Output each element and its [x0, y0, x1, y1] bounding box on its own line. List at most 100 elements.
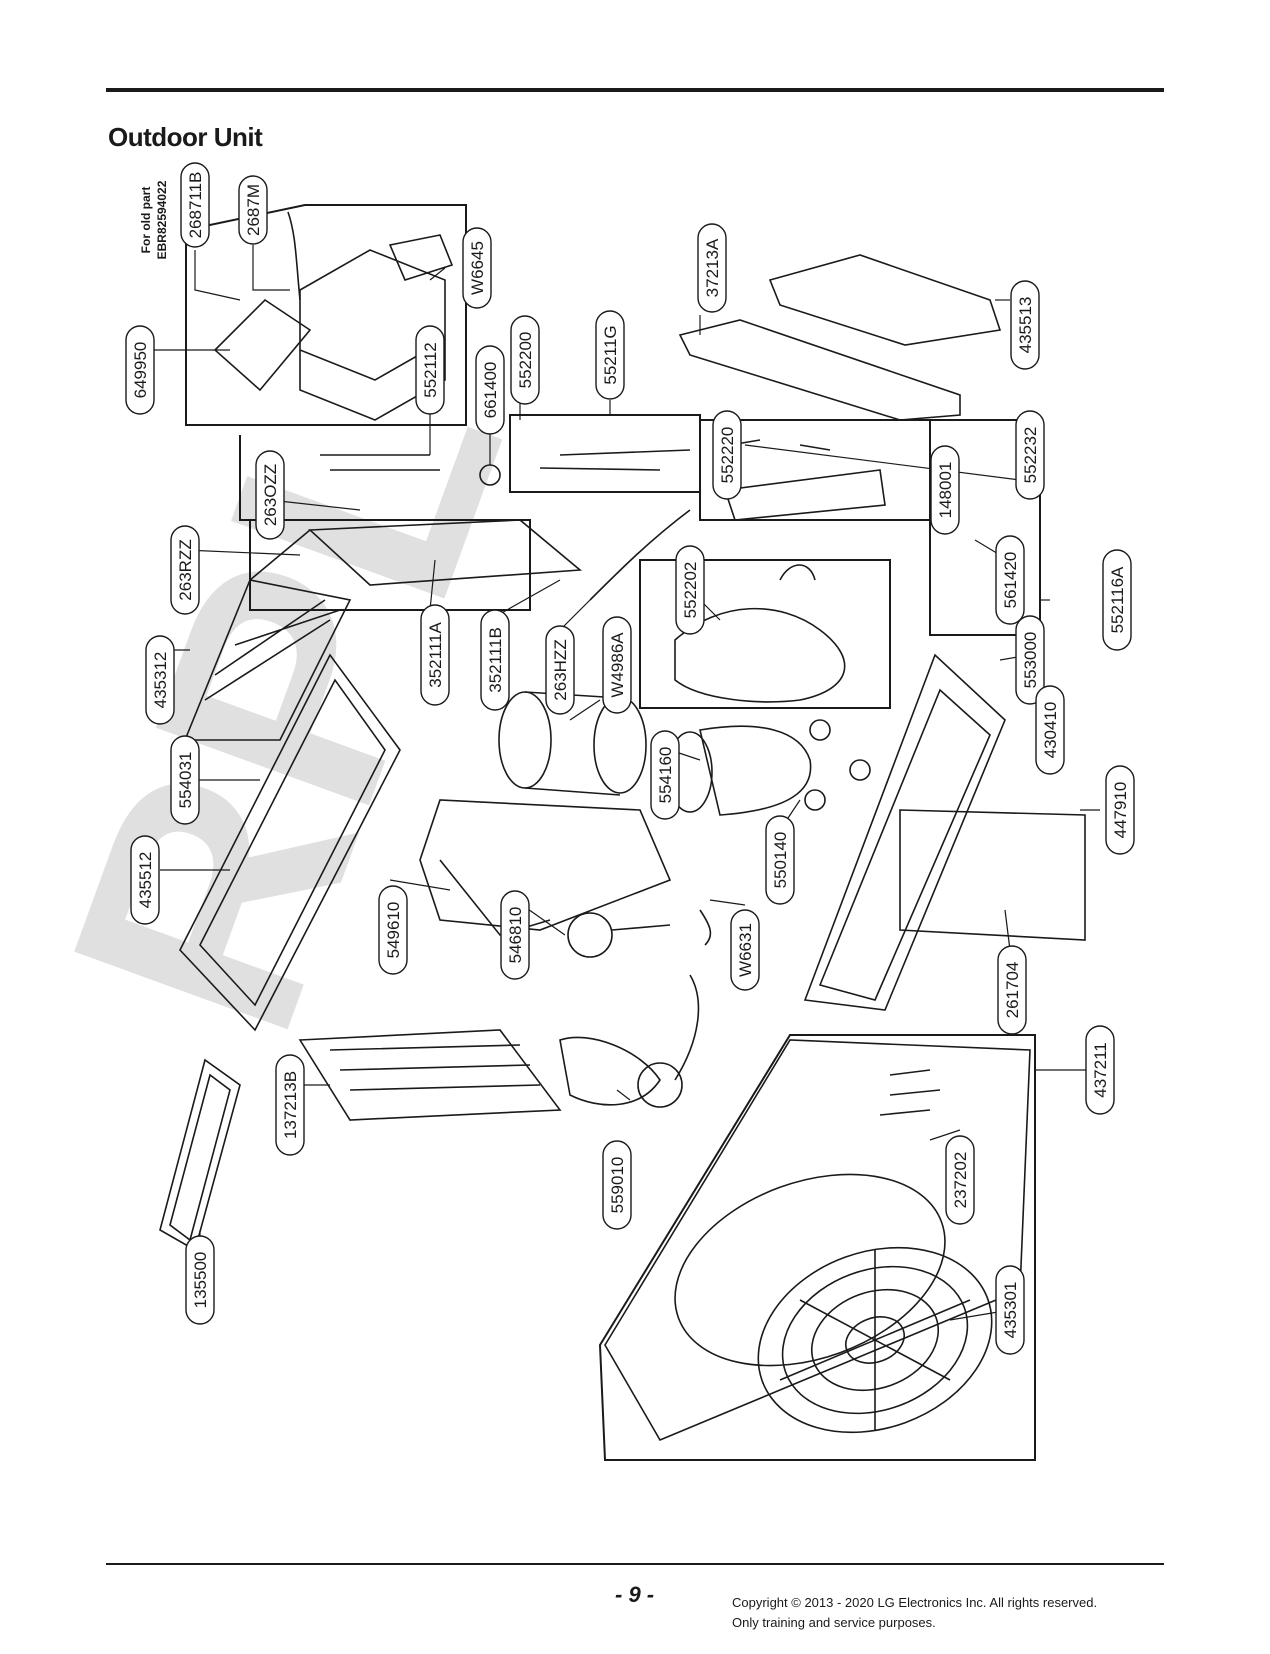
svg-text:552200: 552200: [516, 332, 535, 389]
old-part-note-line2: EBR82594022: [155, 180, 169, 259]
callout-552116A: 552116A: [1102, 549, 1132, 651]
small-filter: [159, 1058, 241, 1252]
svg-text:55211G: 55211G: [601, 325, 620, 384]
svg-text:W6645: W6645: [468, 241, 487, 295]
bottom-rule: [106, 1563, 1164, 1565]
callout-148001: 148001: [930, 445, 960, 535]
rear-panel: [803, 653, 1086, 1011]
left-side-panel: [179, 653, 401, 1032]
svg-text:352111B: 352111B: [486, 627, 505, 693]
callout-553000: 553000: [1015, 615, 1045, 705]
base-plate: [419, 799, 672, 936]
callout-137213B: 137213B: [275, 1054, 305, 1156]
svg-text:430410: 430410: [1041, 702, 1060, 759]
svg-text:661400: 661400: [481, 362, 500, 419]
callout-447910: 447910: [1105, 765, 1135, 855]
callout-435301: 435301: [995, 1265, 1025, 1355]
callouts: 268711B 2687M W6645 37213A 435513 649950…: [125, 162, 1135, 1355]
page-number: - 9 -: [615, 1582, 655, 1607]
copyright-line1: Copyright © 2013 - 2020 LG Electronics I…: [732, 1595, 1098, 1610]
old-part-note-line1: For old part: [139, 187, 153, 254]
callout-661400: 661400: [475, 345, 505, 435]
fan-blade: [559, 974, 700, 1108]
svg-text:549610: 549610: [384, 902, 403, 959]
callout-552200: 552200: [510, 315, 540, 405]
callout-552112: 552112: [415, 325, 445, 415]
svg-text:649950: 649950: [131, 342, 150, 399]
svg-text:137213B: 137213B: [281, 1071, 300, 1139]
callout-549610: 549610: [378, 885, 408, 975]
svg-text:552220: 552220: [718, 427, 737, 484]
callout-552232: 552232: [1015, 410, 1045, 500]
svg-text:268711B: 268711B: [186, 172, 205, 239]
svg-text:552116A: 552116A: [1108, 566, 1127, 633]
callout-435312: 435312: [145, 635, 175, 725]
svg-text:W6631: W6631: [736, 923, 755, 977]
svg-text:435513: 435513: [1016, 297, 1035, 354]
svg-text:552232: 552232: [1021, 427, 1040, 484]
callout-561420: 561420: [995, 535, 1025, 625]
svg-text:552202: 552202: [681, 562, 700, 619]
svg-text:148001: 148001: [936, 462, 955, 519]
svg-text:135500: 135500: [191, 1252, 210, 1309]
callout-430410: 430410: [1035, 685, 1065, 775]
callout-W6645: W6645: [462, 227, 492, 309]
callout-559010: 559010: [602, 1140, 632, 1230]
copyright-line2: Only training and service purposes.: [732, 1615, 936, 1630]
svg-text:553000: 553000: [1021, 632, 1040, 689]
callout-352111A: 352111A: [420, 604, 450, 706]
callout-263HZZ: 263HZZ: [545, 625, 575, 715]
callout-135500: 135500: [185, 1235, 215, 1325]
svg-text:261704: 261704: [1003, 962, 1022, 1019]
svg-text:435312: 435312: [151, 652, 170, 709]
callout-352111B: 352111B: [480, 609, 510, 711]
svg-text:263OZZ: 263OZZ: [261, 464, 280, 526]
svg-text:352111A: 352111A: [426, 622, 445, 688]
svg-text:263HZZ: 263HZZ: [551, 639, 570, 700]
control-box: [213, 211, 454, 421]
svg-text:554031: 554031: [176, 752, 195, 809]
svg-text:37213A: 37213A: [703, 238, 722, 297]
callout-268711B: 268711B: [180, 162, 210, 248]
svg-text:263RZZ: 263RZZ: [176, 539, 195, 600]
callout-649950: 649950: [125, 325, 155, 415]
callout-263RZZ: 263RZZ: [170, 525, 200, 615]
svg-text:554160: 554160: [656, 747, 675, 804]
heat-exchanger: [183, 519, 583, 741]
top-rule: [106, 88, 1164, 92]
callout-550140: 550140: [765, 815, 795, 905]
callout-37213A: 37213A: [697, 223, 727, 313]
callout-437211: 437211: [1085, 1025, 1115, 1115]
svg-text:561420: 561420: [1001, 552, 1020, 609]
callout-552202: 552202: [675, 545, 705, 635]
callout-W6631: W6631: [730, 909, 760, 991]
pipes: [320, 439, 886, 601]
svg-text:W4986A: W4986A: [608, 632, 627, 698]
svg-text:550140: 550140: [771, 832, 790, 889]
svg-text:435512: 435512: [136, 852, 155, 909]
svg-text:447910: 447910: [1111, 782, 1130, 839]
callout-55211G: 55211G: [595, 310, 625, 400]
fan-motor: [567, 909, 712, 958]
svg-text:237202: 237202: [951, 1152, 970, 1209]
copyright-notice: Copyright © 2013 - 2020 LG Electronics I…: [732, 1593, 1097, 1633]
callout-546810: 546810: [500, 890, 530, 980]
old-part-note: For old part EBR82594022: [139, 180, 169, 259]
callout-W4986A: W4986A: [602, 616, 632, 714]
svg-text:552112: 552112: [421, 342, 440, 397]
refrigerant-circuit: [674, 564, 846, 703]
callout-435512: 435512: [130, 835, 160, 925]
callout-554031: 554031: [170, 735, 200, 825]
svg-text:559010: 559010: [608, 1157, 627, 1214]
callout-435513: 435513: [1010, 280, 1040, 370]
callout-2687M: 2687M: [238, 175, 268, 245]
svg-text:546810: 546810: [506, 907, 525, 964]
page-title: Outdoor Unit: [108, 122, 263, 152]
callout-237202: 237202: [945, 1135, 975, 1225]
fan-guard: [757, 1246, 993, 1434]
callout-552220: 552220: [712, 410, 742, 500]
svg-text:435301: 435301: [1001, 1282, 1020, 1339]
svg-text:437211: 437211: [1091, 1042, 1110, 1097]
top-cover: [678, 254, 1002, 421]
